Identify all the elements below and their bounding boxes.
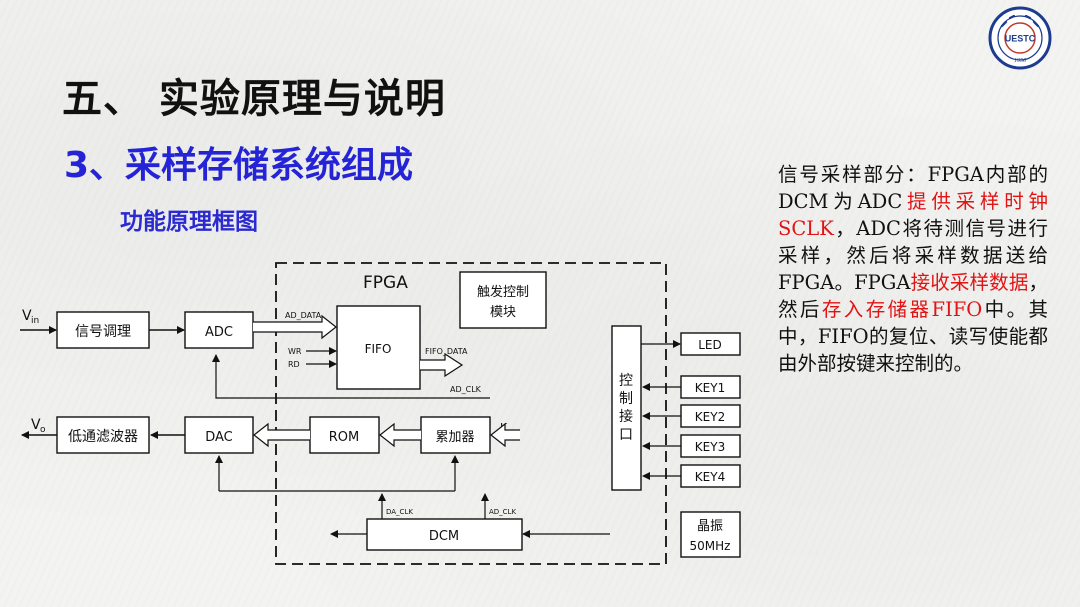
ad-clk-dcm-signal: AD_CLK: [481, 493, 516, 519]
desc-part: ，ADC将待测信号进行采样，然后将采样数据送给FPGA。FPGA: [778, 217, 1048, 294]
svg-text:AD_CLK: AD_CLK: [450, 385, 482, 394]
rom-to-dac-arrow: [253, 422, 310, 448]
logo-text: UESTC: [1005, 34, 1036, 44]
svg-text:信号调理: 信号调理: [75, 324, 131, 340]
rom-block: ROM: [309, 416, 380, 454]
university-logo-icon: UESTC 1956: [988, 6, 1052, 70]
vin-input: V in: [20, 308, 57, 334]
svg-text:V: V: [22, 308, 32, 324]
desc-part: 中。其中，FIFO的复位、读写使能都由外部按键来控制的。: [778, 298, 1048, 375]
fpga-label: FPGA: [363, 273, 408, 293]
wr-signal: WR: [288, 347, 337, 356]
led-block: LED: [680, 332, 741, 356]
page-subtitle: 3、采样存储系统组成: [64, 145, 414, 186]
svg-text:in: in: [31, 316, 39, 326]
dcm-block: DCM: [366, 518, 523, 551]
svg-text:AD_CLK: AD_CLK: [489, 508, 516, 516]
svg-text:o: o: [40, 425, 46, 435]
rd-signal: RD: [288, 360, 337, 369]
accumulator-block: 累加器: [420, 416, 491, 454]
svg-text:制: 制: [619, 391, 633, 407]
desc-part: 信号采样部分：FPGA内部的DCM为ADC: [778, 163, 1048, 213]
oscillator-block: 晶振 50MHz: [680, 511, 741, 558]
description-text: 信号采样部分：FPGA内部的DCM为ADC提供采样时钟SCLK，ADC将待测信号…: [778, 161, 1048, 377]
desc-highlight: 提供采样时钟SCLK: [778, 190, 1048, 240]
lpf-block: 低通滤波器: [56, 416, 150, 454]
svg-text:模块: 模块: [490, 305, 516, 320]
svg-text:KEY1: KEY1: [695, 381, 725, 395]
key3-block: KEY3: [680, 434, 741, 458]
svg-text:WR: WR: [288, 347, 302, 356]
svg-text:口: 口: [619, 427, 633, 443]
key2-block: KEY2: [680, 404, 741, 428]
fpga-boundary: [275, 262, 667, 565]
svg-text:低通滤波器: 低通滤波器: [68, 429, 138, 445]
svg-text:KEY2: KEY2: [695, 410, 725, 424]
acc-to-rom-arrow: [379, 422, 421, 448]
svg-text:ROM: ROM: [329, 430, 359, 445]
signal-conditioning-block: 信号调理: [56, 311, 150, 349]
trigger-control-block: 触发控制 模块: [459, 271, 547, 329]
svg-text:DAC: DAC: [205, 430, 233, 445]
svg-text:接: 接: [619, 408, 633, 425]
control-interface-block: 控 制 接 口: [611, 325, 642, 491]
desc-highlight: 存入存储器FIFO: [821, 298, 983, 321]
section-heading: 功能原理框图: [120, 209, 258, 235]
key1-block: KEY1: [680, 375, 741, 399]
ad-clk-line: AD_CLK: [212, 354, 490, 399]
desc-highlight: 接收采样数据: [910, 271, 1029, 294]
clock-bus: [215, 455, 459, 492]
da-clk-signal: DA_CLK: [378, 493, 413, 519]
svg-text:FIFO_DATA: FIFO_DATA: [425, 347, 468, 356]
svg-text:晶振: 晶振: [697, 519, 723, 534]
fifo-data-bus-arrow: FIFO_DATA: [420, 347, 468, 378]
vo-output: V o: [21, 417, 57, 439]
svg-text:RD: RD: [288, 360, 300, 369]
dac-block: DAC: [184, 416, 254, 454]
svg-text:V: V: [31, 417, 41, 433]
k-input-arrow: K: [490, 421, 520, 448]
adc-block: ADC: [184, 311, 254, 349]
page-title: 五、 实验原理与说明: [62, 76, 446, 122]
svg-text:KEY4: KEY4: [695, 470, 725, 484]
logo-year: 1956: [1014, 58, 1026, 64]
svg-text:LED: LED: [698, 338, 722, 352]
svg-text:DCM: DCM: [429, 529, 459, 544]
svg-text:ADC: ADC: [205, 325, 233, 340]
svg-text:控: 控: [619, 373, 633, 389]
svg-text:AD_DATA: AD_DATA: [285, 311, 322, 320]
svg-text:DA_CLK: DA_CLK: [386, 508, 413, 516]
svg-text:FIFO: FIFO: [365, 342, 392, 356]
fifo-block: FIFO: [336, 305, 421, 390]
svg-text:50MHz: 50MHz: [690, 539, 731, 553]
desc-part: ，然后: [778, 271, 1048, 321]
svg-text:累加器: 累加器: [435, 430, 474, 445]
key4-block: KEY4: [680, 464, 741, 488]
ad-data-bus-arrow: AD_DATA: [253, 311, 337, 340]
svg-text:触发控制: 触发控制: [477, 284, 529, 300]
svg-text:KEY3: KEY3: [695, 440, 725, 454]
